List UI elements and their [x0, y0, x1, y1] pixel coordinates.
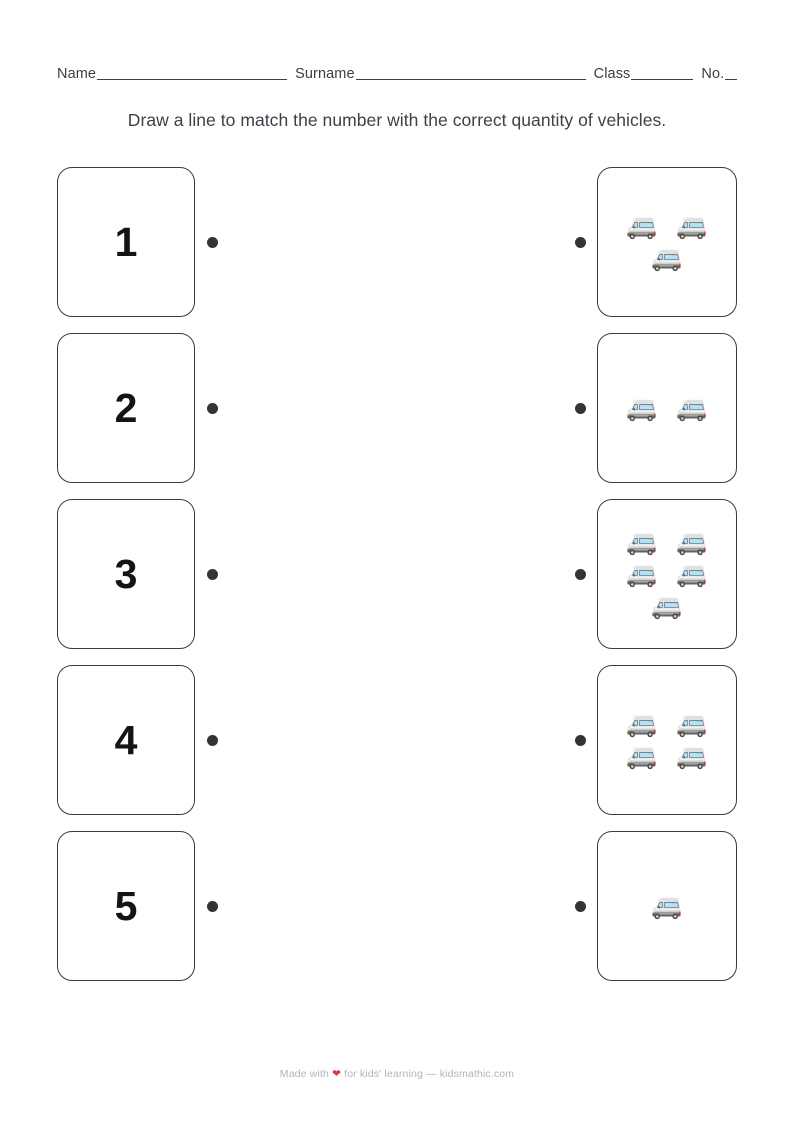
number-card[interactable]: 4 — [57, 665, 195, 815]
footer-suffix: for kids' learning — kidsmathic.com — [344, 1068, 515, 1081]
surname-label: Surname — [295, 66, 355, 82]
quantity-card[interactable]: 🚐 🚐 🚐 🚐 🚐 — [597, 499, 737, 649]
surname-write-line[interactable] — [355, 66, 586, 80]
match-row: 3 🚐 🚐 🚐 🚐 🚐 — [0, 499, 794, 649]
connector-dot-right[interactable] — [575, 568, 586, 580]
minibus-icon: 🚐 — [651, 591, 683, 620]
number-card-digit: 2 — [114, 384, 138, 431]
class-write-line[interactable] — [631, 66, 694, 80]
quantity-card[interactable]: 🚐 — [597, 831, 737, 981]
minibus-icon: 🚐 — [626, 559, 658, 588]
vehicle-group: 🚐🚐 — [615, 393, 719, 423]
number-card-digit: 3 — [114, 550, 138, 597]
minibus-icon: 🚐 — [676, 211, 708, 240]
vehicle-group: 🚐 🚐 🚐 🚐 🚐 — [615, 527, 719, 621]
heart-icon: ❤ — [332, 1068, 342, 1081]
class-label: Class — [593, 66, 631, 82]
minibus-icon: 🚐 — [676, 527, 708, 556]
connector-dot-left[interactable] — [207, 236, 218, 248]
number-card-digit: 4 — [114, 716, 138, 763]
matching-exercise: 1 🚐🚐🚐 2 🚐🚐 3 🚐🚐🚐🚐 — [0, 167, 794, 997]
number-card-digit: 1 — [114, 218, 138, 265]
name-label: Name — [57, 66, 97, 82]
match-row: 1 🚐 🚐 🚐 — [0, 167, 794, 317]
connector-dot-left[interactable] — [207, 568, 218, 580]
minibus-icon: 🚐 — [676, 559, 708, 588]
quantity-card[interactable]: 🚐🚐 — [597, 333, 737, 483]
number-card-digit: 5 — [114, 882, 138, 929]
minibus-icon: 🚐 — [626, 741, 658, 770]
name-write-line[interactable] — [97, 66, 288, 80]
minibus-icon: 🚐 — [626, 709, 658, 738]
connector-dot-right[interactable] — [575, 734, 586, 746]
vehicle-group: 🚐 🚐 🚐 — [615, 211, 719, 273]
connector-dot-left[interactable] — [207, 402, 218, 414]
number-card[interactable]: 5 — [57, 831, 195, 981]
connector-dot-right[interactable] — [575, 236, 586, 248]
vehicle-group: 🚐 🚐 🚐 🚐 — [615, 709, 719, 771]
connector-dot-right[interactable] — [575, 402, 586, 414]
minibus-icon: 🚐 — [626, 211, 658, 240]
vehicle-group: 🚐 — [615, 891, 719, 921]
minibus-icon: 🚐 — [651, 891, 683, 920]
student-info-row: Name Surname Class No. — [57, 66, 737, 82]
quantity-card[interactable]: 🚐 🚐 🚐 — [597, 167, 737, 317]
minibus-icon: 🚐 — [651, 243, 683, 272]
minibus-icon: 🚐 — [676, 393, 708, 422]
minibus-icon: 🚐 — [626, 527, 658, 556]
match-row: 2 🚐🚐 — [0, 333, 794, 483]
connector-dot-right[interactable] — [575, 900, 586, 912]
footer-credit: Made with ❤ for kids' learning — kidsmat… — [0, 1068, 794, 1080]
minibus-icon: 🚐 — [676, 741, 708, 770]
connector-dot-left[interactable] — [207, 734, 218, 746]
footer-prefix: Made with — [279, 1068, 330, 1081]
connector-dot-left[interactable] — [207, 900, 218, 912]
number-card[interactable]: 1 — [57, 167, 195, 317]
number-label: No. — [701, 66, 725, 82]
number-write-line[interactable] — [725, 66, 737, 80]
minibus-icon: 🚐 — [626, 393, 658, 422]
minibus-icon: 🚐 — [676, 709, 708, 738]
quantity-card[interactable]: 🚐 🚐 🚐 🚐 — [597, 665, 737, 815]
match-row: 4 🚐 🚐 🚐 🚐 — [0, 665, 794, 815]
number-card[interactable]: 3 — [57, 499, 195, 649]
number-card[interactable]: 2 — [57, 333, 195, 483]
match-row: 5 🚐 — [0, 831, 794, 981]
instruction-text: Draw a line to match the number with the… — [127, 110, 667, 130]
